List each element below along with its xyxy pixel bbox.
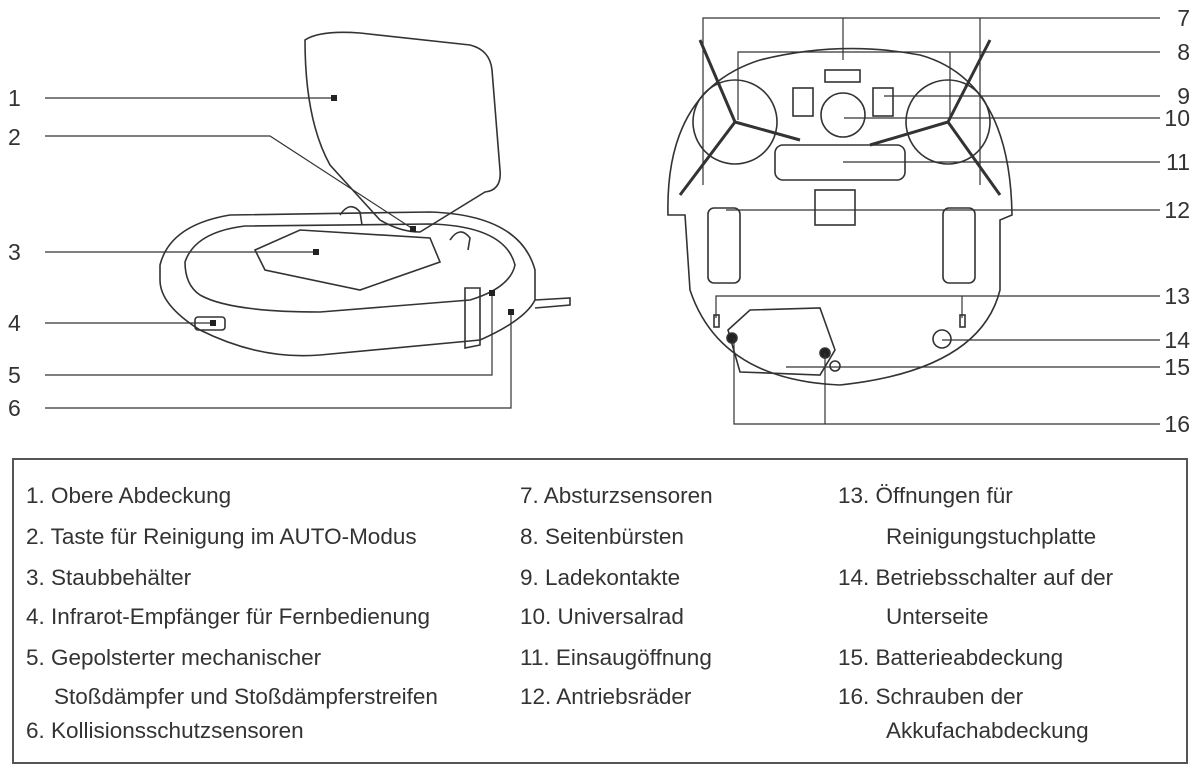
legend-item: 6. Kollisionsschutzsensoren [26,718,304,743]
side-brush-left [692,79,778,165]
callout-11: 11 [1166,149,1190,175]
callout-1: 1 [8,85,21,111]
legend-item: Unterseite [886,604,989,629]
parts-legend: 1. Obere Abdeckung 2. Taste für Reinigun… [12,458,1188,764]
callout-7: 7 [1177,5,1190,31]
legend-item: 4. Infrarot-Empfänger für Fernbedienung [26,604,430,629]
callout-4: 4 [8,310,21,336]
leader-lines-right [702,17,1160,425]
legend-item: 11. Einsaugöffnung [520,645,712,670]
callout-5: 5 [8,362,21,388]
legend-item: 8. Seitenbürsten [520,524,684,549]
legend-item: Akkufachabdeckung [886,718,1089,743]
charge-contact-left [792,87,814,117]
legend-item: 12. Antriebsräder [520,684,692,709]
callout-14: 14 [1164,327,1190,353]
legend-item: 16. Schrauben der [838,684,1024,709]
dust-bin [253,229,442,291]
callout-12: 12 [1164,197,1190,223]
leader-lines-left [45,97,512,409]
power-switch [932,329,952,349]
legend-item: 14. Betriebsschalter auf der [838,565,1114,590]
legend-item: Reinigungstuchplatte [886,524,1097,549]
callout-9: 9 [1177,83,1190,109]
bumper-strip [464,287,481,349]
drive-wheel-left [707,207,741,284]
legend-item: 1. Obere Abdeckung [26,483,232,508]
callout-15: 15 [1164,354,1190,380]
legend-item: 9. Ladekontakte [520,565,681,590]
legend-item: Stoßdämpfer und Stoßdämpferstreifen [54,684,438,709]
callout-13: 13 [1164,283,1190,309]
universal-wheel [820,92,866,138]
top-cover [304,31,502,233]
legend-item: 7. Absturzsensoren [520,483,713,508]
robot-diagram [45,17,1160,425]
robot-bottom-view [667,39,1013,386]
legend-item: 10. Universalrad [520,604,684,629]
legend-item: 3. Staubbehälter [26,565,192,590]
charge-contact-right [872,87,894,117]
robot-top-view [159,31,571,357]
drive-wheel-right [942,207,976,284]
callout-8: 8 [1177,39,1190,65]
legend-item: 2. Taste für Reinigung im AUTO-Modus [26,524,417,549]
legend-item: 15. Batterieabdeckung [838,645,1064,670]
side-brush-right [905,79,991,165]
battery-cover [727,307,836,376]
callout-10: 10 [1164,105,1190,131]
callout-16: 16 [1164,411,1190,437]
callout-3: 3 [8,239,21,265]
legend-item: 5. Gepolsterter mechanischer [26,645,322,670]
callout-6: 6 [8,395,21,421]
callout-2: 2 [8,124,21,150]
legend-item: 13. Öffnungen für [838,483,1013,508]
